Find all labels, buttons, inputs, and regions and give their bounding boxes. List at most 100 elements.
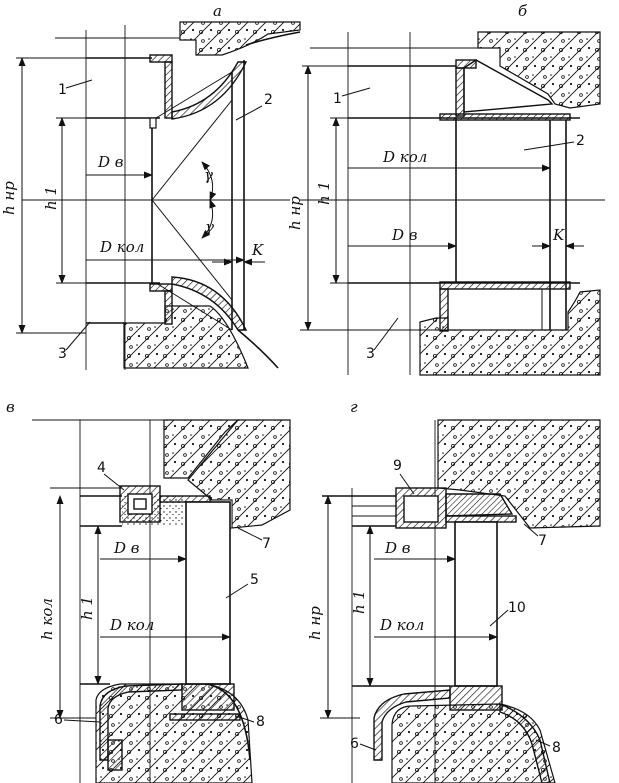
panel-a: а γ [0, 2, 301, 370]
panel-b-concrete-bottom [419, 289, 601, 376]
panel-g-column-base [449, 685, 503, 711]
panel-v-line [63, 719, 101, 723]
panel-v-label-7: 7 [262, 536, 271, 552]
panel-v-dkol-label: D кол [109, 616, 154, 634]
panel-a-gamma-arc [201, 199, 217, 239]
panel-g-label-7: 7 [538, 533, 547, 549]
panel-a-line [235, 105, 263, 121]
panel-a-concrete-bottom [123, 305, 249, 369]
panel-g-label-6: 6 [350, 736, 359, 752]
panel-g-column-10 [454, 521, 498, 687]
panel-a-line [65, 321, 91, 351]
panel-g-concrete-bottom [391, 703, 556, 783]
panel-v-bottom-curve [99, 683, 183, 761]
panel-g-right-curve [499, 702, 551, 783]
panel-a-gamma-top: γ [204, 166, 213, 184]
panel-v-line [205, 683, 251, 761]
panel-g-line [523, 523, 539, 537]
panel-v-line [103, 473, 125, 491]
panel-a-label-1: 1 [58, 82, 67, 98]
panel-v-bottom-plate [169, 713, 241, 721]
panel-a-line [65, 79, 93, 89]
panel-b-h-label: h нр [286, 196, 304, 230]
panel-a-cone-line [151, 99, 233, 201]
panel-g-label-8: 8 [552, 740, 561, 756]
panel-a-k-label: K [251, 241, 264, 259]
panel-g-box-9-inner [403, 495, 439, 523]
panel-b-line [373, 317, 399, 351]
panel-g-dv-label: D в [384, 539, 411, 557]
panel-v-column-5 [185, 501, 231, 685]
panel-g-label-10: 10 [508, 600, 526, 616]
panel-g-dkol-label: D кол [379, 616, 424, 634]
panel-a-dkol-label: D кол [99, 238, 144, 256]
panel-g-line [359, 743, 377, 751]
panel-v-box-4-core [133, 498, 147, 510]
panel-b-line [523, 141, 575, 151]
panel-b-h1-label: h 1 [315, 181, 333, 205]
panel-a-h-label: h нр [0, 181, 18, 215]
panel-v-label-5: 5 [250, 572, 259, 588]
panel-a-gamma-arc [201, 161, 217, 201]
panel-b-top-stem [455, 67, 465, 117]
panel-v-dv-label: D в [113, 539, 140, 557]
panel-a-top-stem [164, 61, 173, 119]
panel-v-label-4: 4 [97, 460, 106, 476]
panel-v-h-label: h кол [38, 598, 56, 640]
panel-v-foot [107, 739, 123, 771]
panel-b-dv-label: D в [391, 226, 418, 244]
panel-v-line [225, 583, 249, 599]
panel-b-letter: б [518, 2, 528, 20]
panel-g-line [489, 609, 509, 627]
panel-b: б h нр h 1 D кол D в K [286, 2, 605, 376]
panel-b-top-wedge [463, 59, 554, 113]
panel-v-label-6: 6 [54, 712, 63, 728]
panel-v-h1-label: h 1 [78, 596, 96, 620]
panel-g-bottom-curve [373, 689, 451, 761]
panel-a-h1-label: h 1 [42, 186, 60, 210]
panel-a-line [155, 282, 233, 331]
panel-a-dv-label: D в [97, 153, 124, 171]
panel-v-label-8: 8 [256, 714, 265, 730]
panel-b-concrete-top [477, 31, 601, 109]
panel-a-small-block [149, 117, 157, 129]
panel-a-top-flange [149, 54, 173, 63]
panel-a-line [245, 31, 301, 46]
panel-b-label-1: 1 [333, 91, 342, 107]
panel-b-k-label: K [552, 226, 565, 244]
panel-b-line [341, 87, 371, 97]
panel-v: в h кол h 1 D в D кол [6, 398, 291, 783]
panel-a-label-3: 3 [58, 346, 67, 362]
panel-b-label-2: 2 [576, 133, 585, 149]
panel-g-label-9: 9 [393, 458, 402, 474]
panel-a-letter: а [213, 2, 222, 20]
panel-g-top-plate [445, 515, 517, 523]
panel-v-column-base [181, 683, 235, 711]
panel-v-line [235, 715, 255, 723]
panel-g-letter: г [350, 398, 358, 416]
panel-b-bottom-plate [439, 281, 571, 290]
panel-a-label-2: 2 [264, 92, 273, 108]
panel-a-line [155, 71, 233, 119]
panel-b-top-plate [439, 113, 571, 121]
panel-g-line [535, 739, 551, 747]
panel-v-top-plate [159, 495, 211, 503]
panel-a-top-bell [171, 61, 248, 120]
panel-b-dkol-label: D кол [382, 148, 427, 166]
panel-g: г h нр h 1 D в D кол 9 10 7 6 [306, 398, 601, 783]
panel-g-h1-label: h 1 [350, 590, 368, 614]
panel-g-wedge [445, 493, 514, 517]
panel-a-bottom-stem [164, 290, 173, 325]
panel-v-line [237, 527, 263, 541]
panel-b-bottom-stem [439, 288, 449, 332]
panel-a-gamma-bottom: γ [205, 218, 214, 236]
panel-a-concrete-top [179, 21, 301, 56]
panel-a-bottom-bell [171, 276, 248, 331]
panel-a-line [237, 329, 279, 369]
panel-b-label-3: 3 [366, 346, 375, 362]
panel-b-top-flange [455, 59, 477, 69]
panel-a-cone-line [151, 199, 233, 301]
panel-a-bottom-flange [149, 283, 173, 292]
panel-g-line [399, 473, 415, 495]
